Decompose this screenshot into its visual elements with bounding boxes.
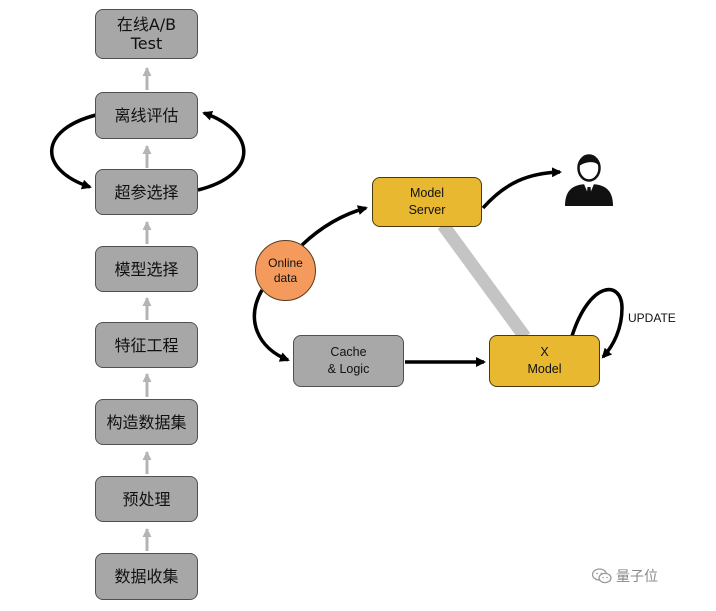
watermark: 量子位 — [592, 566, 658, 586]
pipeline-step-preprocess: 预处理 — [95, 476, 198, 522]
server-model-connector — [437, 221, 531, 341]
loop-arrow-right — [197, 110, 246, 192]
pipeline-step-ab-test: 在线A/B Test — [95, 9, 198, 59]
update-label: UPDATE — [628, 311, 676, 325]
pipeline-step-offline-eval: 离线评估 — [95, 92, 198, 139]
pipeline-step-data-collect: 数据收集 — [95, 553, 198, 600]
cache-logic-node: Cache & Logic — [293, 335, 404, 387]
online-to-cache-arrow — [252, 289, 290, 362]
loop-arrow-left — [50, 113, 97, 190]
watermark-text: 量子位 — [616, 569, 658, 585]
user-icon — [565, 154, 613, 206]
x-model-node: X Model — [489, 335, 600, 387]
pipeline-step-build-dataset: 构造数据集 — [95, 399, 198, 445]
update-loop-arrow — [570, 288, 624, 359]
online-to-server-arrow — [300, 205, 368, 247]
server-to-user-arrow — [481, 167, 562, 210]
pipeline-step-hyperparam: 超参选择 — [95, 169, 198, 215]
pipeline-step-feature-eng: 特征工程 — [95, 322, 198, 368]
online-data-node: Online data — [255, 240, 316, 301]
pipeline-step-model-select: 模型选择 — [95, 246, 198, 292]
model-server-node: Model Server — [372, 177, 482, 227]
wechat-icon — [592, 568, 612, 584]
